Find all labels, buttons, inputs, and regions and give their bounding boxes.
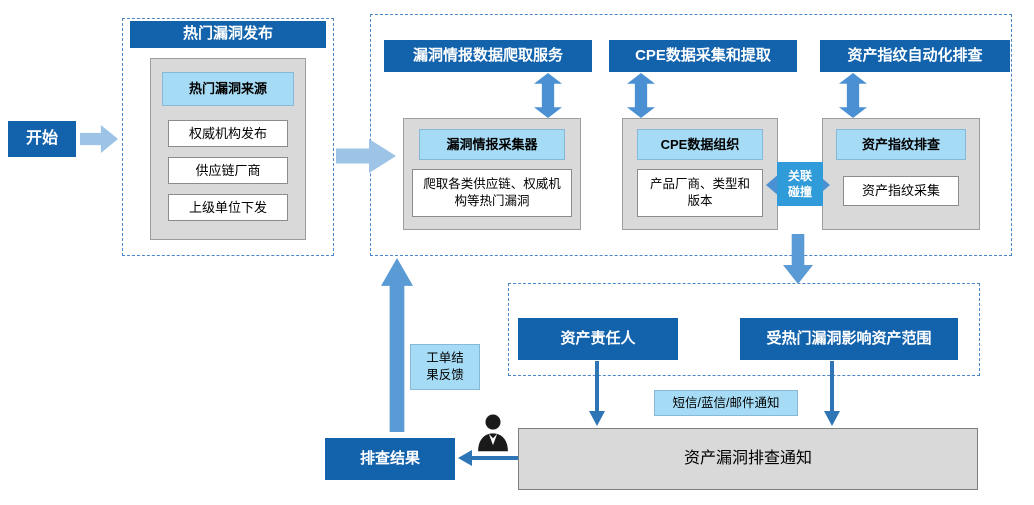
start-node: 开始 — [8, 121, 76, 157]
publish-source-item: 上级单位下发 — [168, 194, 288, 221]
crawl-detail: 爬取各类供应链、权威机构等热门漏洞 — [412, 169, 572, 217]
asset-vuln-notice-node: 资产漏洞排查通知 — [518, 428, 978, 490]
fingerprint-detail: 资产指纹采集 — [843, 176, 959, 206]
publish-source-item: 权威机构发布 — [168, 120, 288, 147]
publish-source-title: 热门漏洞来源 — [162, 72, 294, 106]
cpe-detail: 产品厂商、类型和版本 — [637, 169, 763, 217]
crawl-module: 漏洞情报采集器 — [419, 129, 565, 160]
impact-group-frame — [508, 283, 980, 376]
publish-group-frame — [122, 18, 334, 256]
arrow-up-feedback-icon — [381, 258, 413, 432]
arrow-down-scope-icon — [824, 361, 840, 426]
inspection-result-node: 排查结果 — [325, 438, 455, 480]
fingerprint-service-title: 资产指纹自动化排查 — [820, 40, 1010, 72]
person-icon — [478, 414, 508, 452]
cpe-service-title: CPE数据采集和提取 — [609, 40, 797, 72]
crawl-service-title: 漏洞情报数据爬取服务 — [384, 40, 592, 72]
publish-source-item: 供应链厂商 — [168, 157, 288, 184]
asset-owner-node: 资产责任人 — [518, 318, 678, 360]
notification-channels-label: 短信/蓝信/邮件通知 — [654, 390, 798, 416]
arrow-down-owner-icon — [589, 361, 605, 426]
publish-group-title: 热门漏洞发布 — [130, 21, 326, 48]
pipeline-group-frame — [370, 14, 1012, 256]
arrow-right-start-icon — [80, 125, 118, 153]
cpe-module: CPE数据组织 — [637, 129, 763, 160]
work-order-feedback-label: 工单结果反馈 — [410, 344, 480, 390]
fingerprint-module: 资产指纹排查 — [836, 129, 966, 160]
correlation-label: 关联碰撞 — [777, 162, 823, 206]
affected-asset-scope-node: 受热门漏洞影响资产范围 — [740, 318, 958, 360]
arrow-left-notice-to-result-icon — [458, 450, 518, 466]
